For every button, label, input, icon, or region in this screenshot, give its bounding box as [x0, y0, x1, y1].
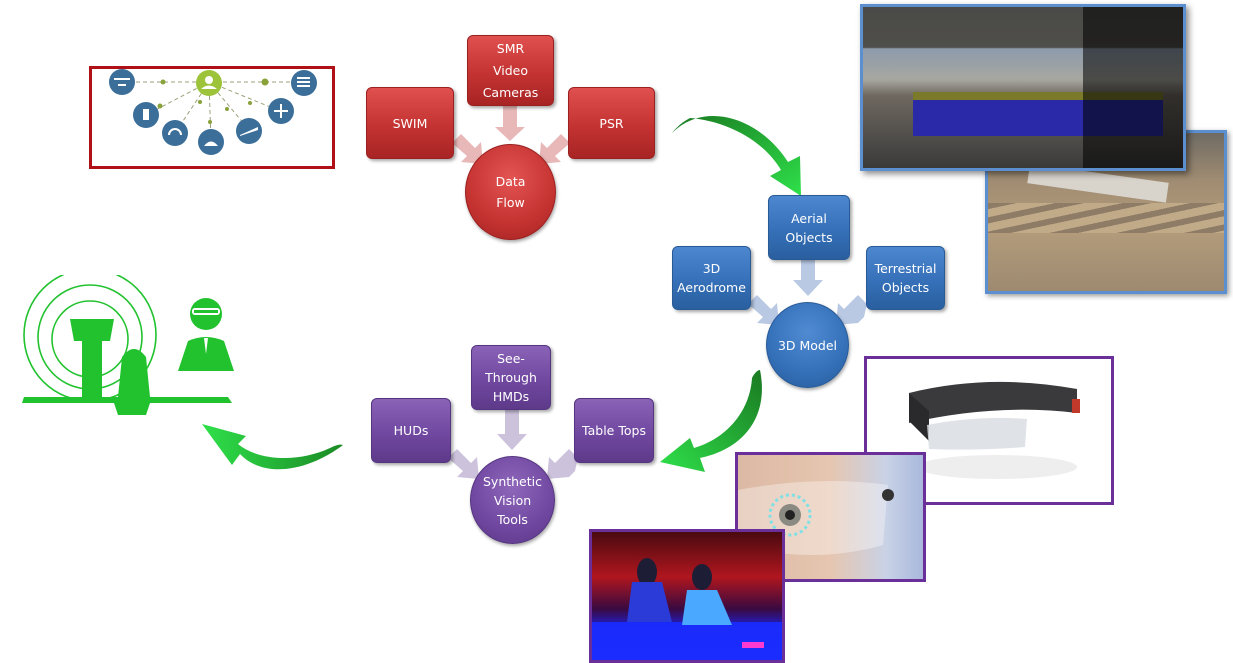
input-box-psr: PSR — [568, 87, 655, 159]
input-box-swim: SWIM — [366, 87, 454, 159]
input-box-huds: HUDs — [371, 398, 451, 463]
swim-network-image — [89, 66, 335, 169]
input-label-see-through-hmds: See-Through HMDs — [485, 351, 537, 404]
input-box-3d-aerodrome: 3D Aerodrome — [672, 246, 751, 310]
connector-arrow-aerodrome — [748, 295, 779, 325]
airplane-icon — [22, 349, 232, 415]
connector-arrow-smr — [495, 105, 525, 141]
connector-arrow-tabletops — [547, 449, 578, 479]
flow-arrow-3dmodel-to-synthetic — [660, 370, 762, 472]
center-label-3d-model: 3D Model — [777, 337, 838, 353]
connector-arrow-psr — [539, 134, 570, 164]
center-label-synthetic-vision-tools: Synthetic Vision Tools — [482, 473, 542, 527]
input-box-smr-video-cameras: SMR Video Cameras — [467, 35, 554, 106]
input-box-terrestrial-objects: Terrestrial Objects — [866, 246, 945, 310]
table-top-people-graphic — [592, 558, 782, 660]
input-box-table-tops: Table Tops — [574, 398, 654, 463]
input-label-psr: PSR — [599, 115, 624, 131]
input-label-table-tops: Table Tops — [582, 423, 646, 438]
flow-arrow-dataflow-to-3dmodel — [672, 116, 801, 196]
center-node-synthetic-vision-tools: Synthetic Vision Tools — [470, 456, 555, 544]
input-label-swim: SWIM — [392, 115, 428, 131]
connector-arrow-terrestrial — [836, 295, 867, 325]
swim-node-icon-1 — [109, 69, 135, 95]
center-node-3d-model: 3D Model — [766, 302, 849, 388]
input-label-terrestrial-objects: Terrestrial Objects — [874, 261, 937, 295]
connector-arrow-hmds — [497, 410, 527, 450]
swim-network-graphic — [109, 69, 317, 155]
input-box-see-through-hmds: See-Through HMDs — [471, 345, 551, 410]
airport-runway-graphic — [988, 203, 1224, 233]
swim-node-icon-headset — [162, 120, 188, 146]
flow-arrow-synthetic-to-atc — [202, 424, 343, 470]
input-label-aerial-objects: Aerial Objects — [785, 210, 833, 245]
table-top-display-image — [589, 529, 785, 663]
input-label-huds: HUDs — [393, 423, 429, 438]
tower-interior-3d-image — [860, 4, 1186, 171]
center-label-data-flow: Data Flow — [495, 174, 526, 210]
connector-arrow-aerial — [793, 258, 823, 296]
input-label-smr-video-cameras: SMR Video Cameras — [482, 40, 539, 100]
center-node-data-flow: Data Flow — [465, 144, 556, 240]
connector-arrow-swim — [452, 134, 483, 164]
hololens-hmd-image — [864, 356, 1114, 505]
control-tower-icon — [70, 319, 114, 397]
connector-arrow-huds — [448, 449, 479, 479]
hololens-headset-graphic — [909, 381, 1080, 479]
input-box-aerial-objects: Aerial Objects — [768, 195, 850, 260]
input-label-3d-aerodrome: 3D Aerodrome — [677, 261, 746, 295]
tower-shadow-overlay — [1083, 7, 1183, 168]
atc-tower-controller-icon — [22, 275, 234, 415]
